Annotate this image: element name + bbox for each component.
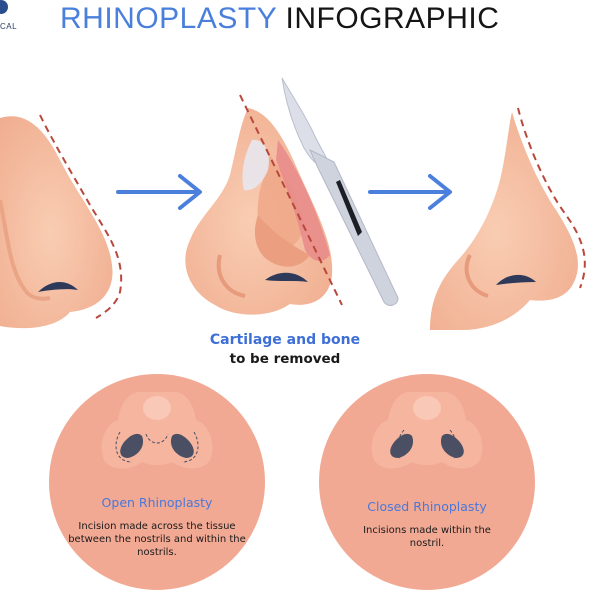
title-rest: INFOGRAPHIC xyxy=(285,2,500,35)
closed-rhinoplasty-label: Closed Rhinoplasty Incisions made within… xyxy=(348,499,506,550)
removal-caption: Cartilage and bone to be removed xyxy=(0,332,600,367)
arrow-right-icon xyxy=(368,174,452,210)
open-rhinoplasty-description: Incision made across the tissue between … xyxy=(68,521,246,558)
arrow-right-icon xyxy=(116,174,202,210)
open-rhinoplasty-diagram xyxy=(49,374,265,590)
caption-line1: Cartilage and bone xyxy=(209,332,361,348)
caption-line2: to be removed xyxy=(229,351,341,367)
logo-text: CAL xyxy=(0,22,18,31)
closed-rhinoplasty-description: Incisions made within the nostril. xyxy=(363,525,491,549)
title-highlight: RHINOPLASTY xyxy=(60,2,277,35)
closed-rhinoplasty-diagram xyxy=(319,374,535,590)
scalpel-icon xyxy=(281,77,399,306)
logo-mark xyxy=(0,0,8,14)
open-rhinoplasty-title: Open Rhinoplasty xyxy=(101,495,213,510)
page-title: RHINOPLASTY INFOGRAPHIC xyxy=(60,2,499,36)
open-rhinoplasty-label: Open Rhinoplasty Incision made across th… xyxy=(62,495,252,559)
closed-rhinoplasty-title: Closed Rhinoplasty xyxy=(367,499,487,514)
nose-after xyxy=(430,107,586,330)
nose-before xyxy=(0,114,123,329)
nose-surgery xyxy=(185,94,343,315)
